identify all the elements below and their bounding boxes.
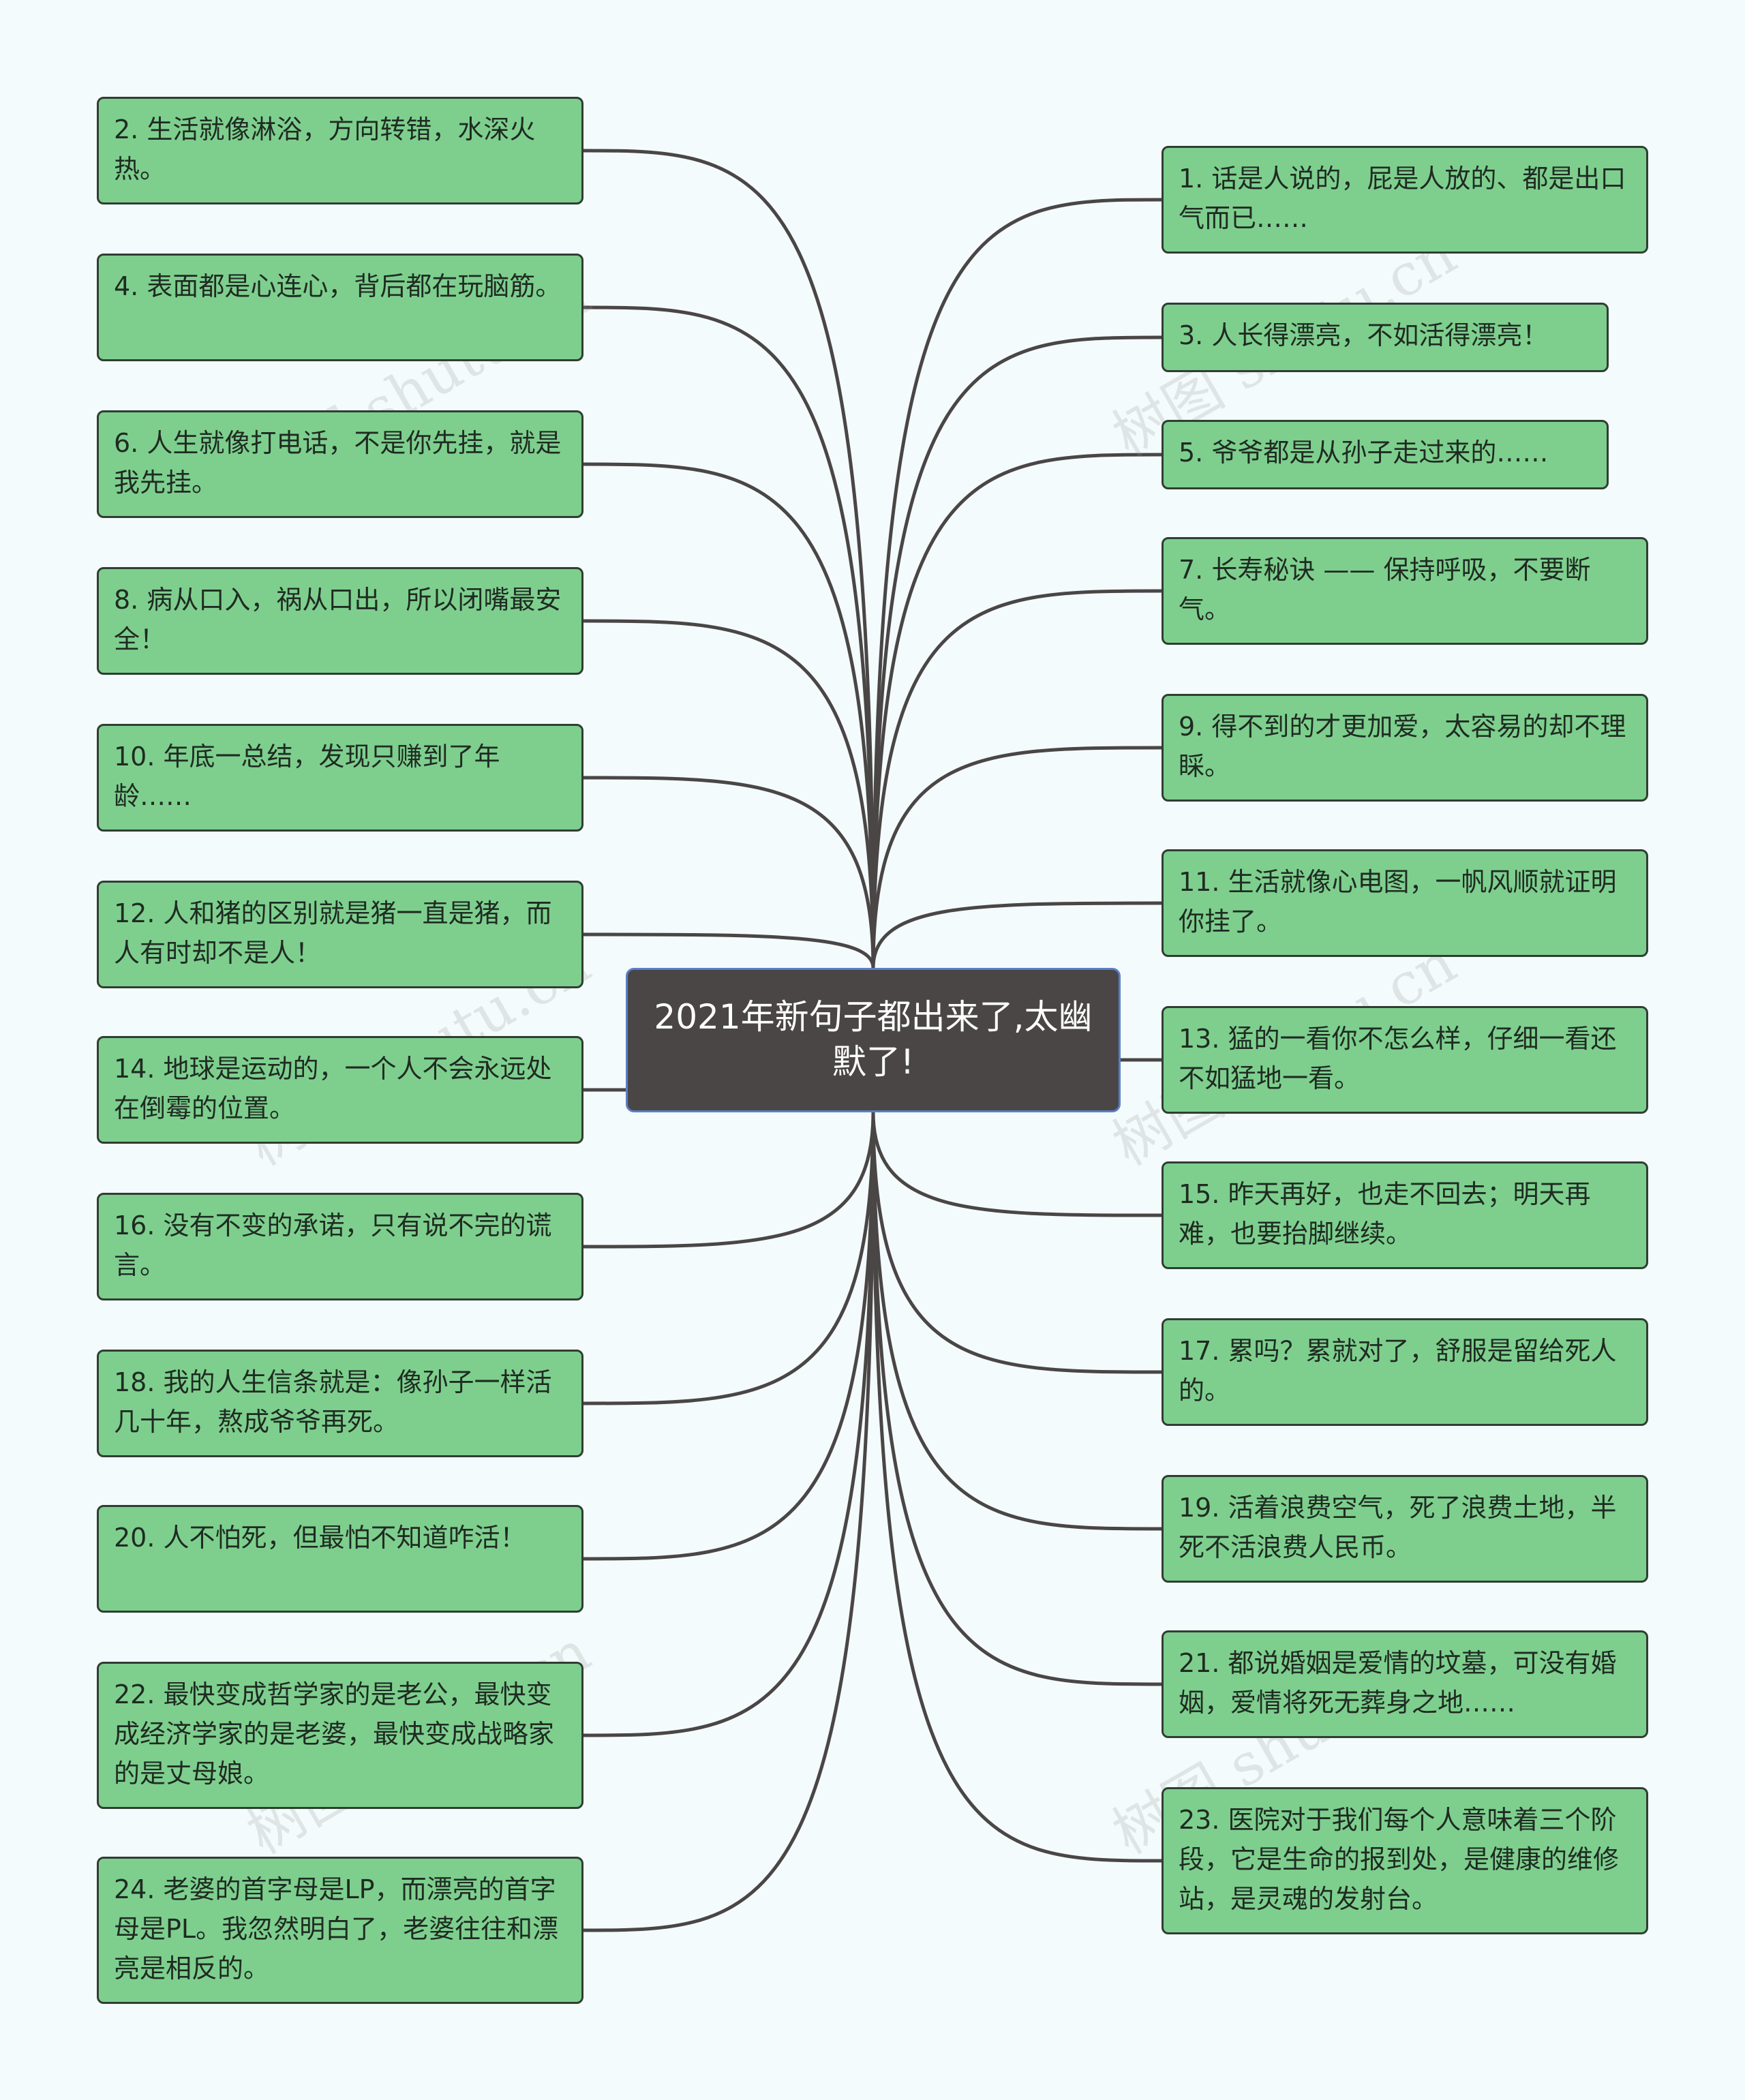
node-19[interactable]: 19. 活着浪费空气，死了浪费土地，半死不活浪费人民币。 bbox=[1162, 1475, 1648, 1583]
node-12[interactable]: 12. 人和猪的区别就是猪一直是猪，而人有时却不是人！ bbox=[97, 881, 583, 988]
connector-node-2 bbox=[583, 149, 875, 969]
node-11[interactable]: 11. 生活就像心电图，一帆风顺就证明你挂了。 bbox=[1162, 849, 1648, 957]
connector-node-22 bbox=[583, 1112, 875, 1737]
node-4[interactable]: 4. 表面都是心连心，背后都在玩脑筋。 bbox=[97, 254, 583, 361]
node-10[interactable]: 10. 年底一总结，发现只赚到了年龄…… bbox=[97, 724, 583, 832]
connector-node-12 bbox=[583, 932, 875, 969]
connector-node-19 bbox=[871, 1112, 1162, 1531]
node-17[interactable]: 17. 累吗？累就对了，舒服是留给死人的。 bbox=[1162, 1318, 1648, 1426]
connector-node-16 bbox=[583, 1112, 875, 1249]
node-21[interactable]: 21. 都说婚姻是爱情的坟墓，可没有婚姻，爱情将死无葬身之地…… bbox=[1162, 1630, 1648, 1738]
node-3[interactable]: 3. 人长得漂亮，不如活得漂亮！ bbox=[1162, 303, 1609, 372]
node-18[interactable]: 18. 我的人生信条就是：像孙子一样活几十年，熬成爷爷再死。 bbox=[97, 1350, 583, 1457]
connector-node-10 bbox=[583, 776, 875, 969]
connector-node-7 bbox=[871, 589, 1162, 969]
node-20[interactable]: 20. 人不怕死，但最怕不知道咋活！ bbox=[97, 1505, 583, 1613]
connector-node-15 bbox=[871, 1112, 1162, 1217]
connector-node-17 bbox=[871, 1112, 1162, 1374]
connector-node-8 bbox=[583, 619, 875, 969]
connector-node-23 bbox=[871, 1112, 1162, 1863]
node-2[interactable]: 2. 生活就像淋浴，方向转错，水深火热。 bbox=[97, 97, 583, 204]
connector-node-4 bbox=[583, 305, 875, 969]
connector-node-18 bbox=[583, 1112, 875, 1405]
connector-node-5 bbox=[871, 453, 1162, 969]
connector-node-3 bbox=[871, 335, 1162, 969]
node-23[interactable]: 23. 医院对于我们每个人意味着三个阶段，它是生命的报到处，是健康的维修站，是灵… bbox=[1162, 1787, 1648, 1934]
node-24[interactable]: 24. 老婆的首字母是LP，而漂亮的首字母是PL。我忽然明白了，老婆往往和漂亮是… bbox=[97, 1857, 583, 2004]
node-13[interactable]: 13. 猛的一看你不怎么样，仔细一看还不如猛地一看。 bbox=[1162, 1006, 1648, 1114]
connector-node-1 bbox=[871, 198, 1162, 969]
node-15[interactable]: 15. 昨天再好，也走不回去；明天再难，也要抬脚继续。 bbox=[1162, 1161, 1648, 1269]
connector-node-24 bbox=[583, 1112, 875, 1932]
node-5[interactable]: 5. 爷爷都是从孙子走过来的…… bbox=[1162, 420, 1609, 489]
central-topic[interactable]: 2021年新句子都出来了,太幽默了! bbox=[626, 968, 1121, 1112]
connector-node-9 bbox=[871, 746, 1162, 969]
node-6[interactable]: 6. 人生就像打电话，不是你先挂，就是我先挂。 bbox=[97, 410, 583, 518]
node-9[interactable]: 9. 得不到的才更加爱，太容易的却不理睬。 bbox=[1162, 694, 1648, 802]
connector-node-21 bbox=[871, 1112, 1162, 1686]
node-14[interactable]: 14. 地球是运动的，一个人不会永远处在倒霉的位置。 bbox=[97, 1036, 583, 1144]
node-22[interactable]: 22. 最快变成哲学家的是老公，最快变成经济学家的是老婆，最快变成战略家的是丈母… bbox=[97, 1662, 583, 1809]
connector-node-11 bbox=[871, 901, 1162, 969]
node-7[interactable]: 7. 长寿秘诀 —— 保持呼吸，不要断气。 bbox=[1162, 537, 1648, 645]
connector-node-20 bbox=[583, 1112, 875, 1561]
node-1[interactable]: 1. 话是人说的，屁是人放的、都是出口气而已…… bbox=[1162, 146, 1648, 254]
connector-node-6 bbox=[583, 462, 875, 969]
node-8[interactable]: 8. 病从口入，祸从口出，所以闭嘴最安全！ bbox=[97, 567, 583, 675]
node-16[interactable]: 16. 没有不变的承诺，只有说不完的谎言。 bbox=[97, 1193, 583, 1300]
